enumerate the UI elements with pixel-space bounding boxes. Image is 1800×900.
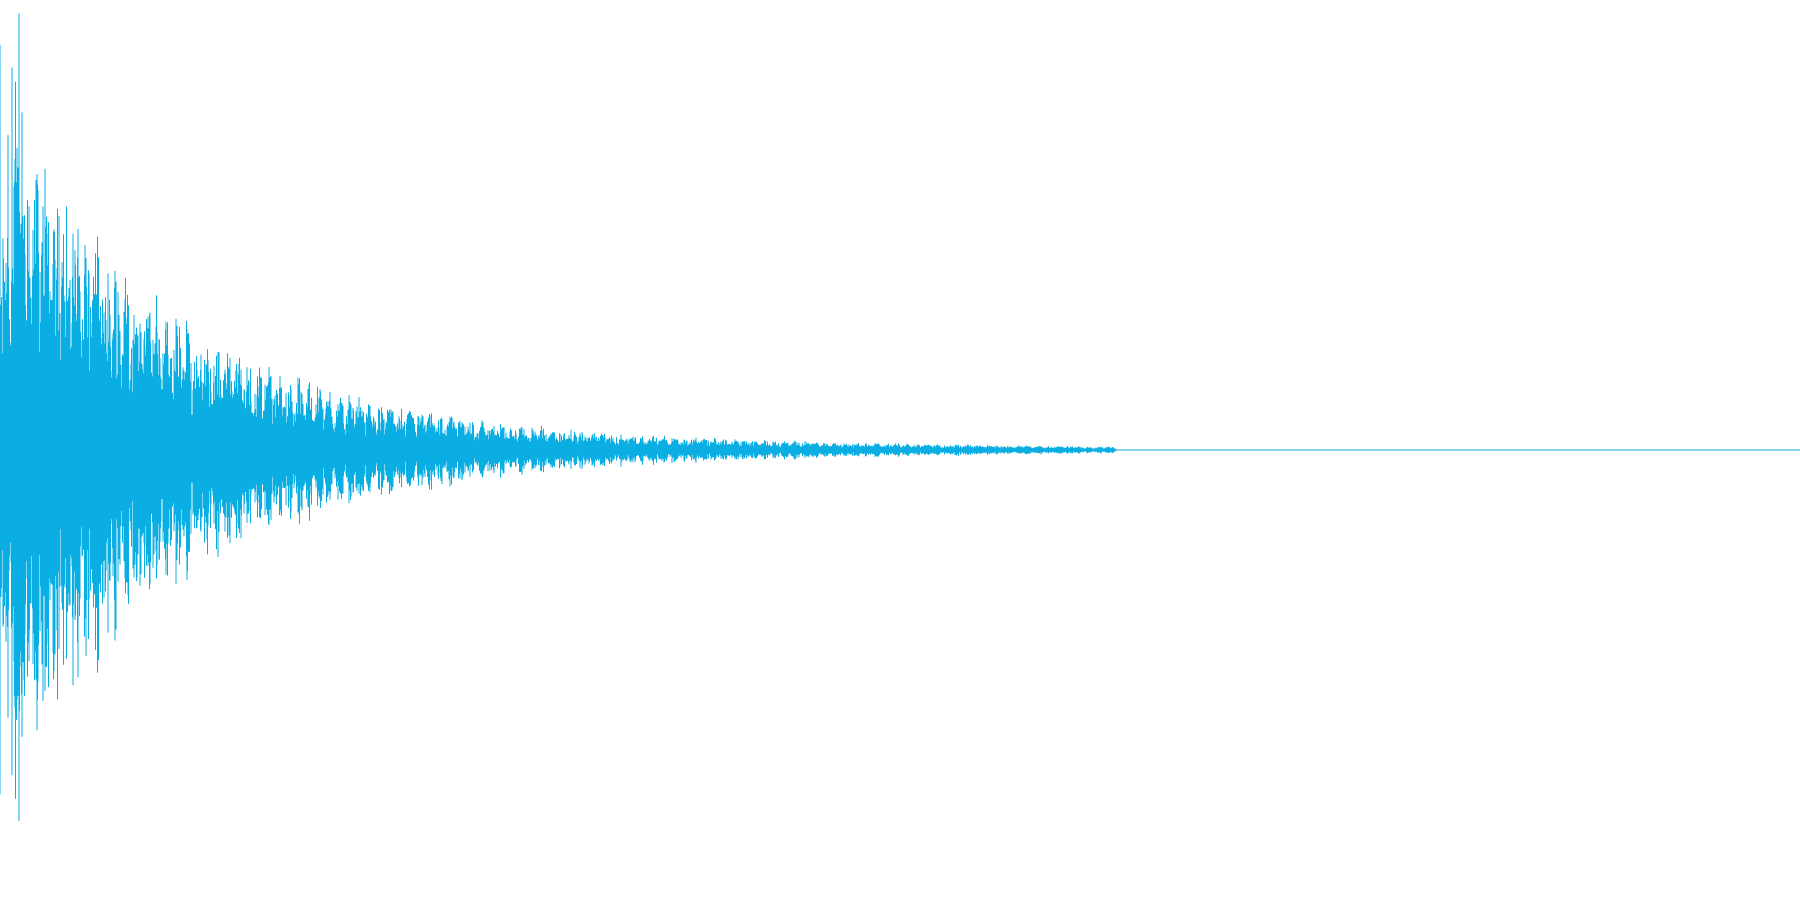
audio-waveform [0,13,1116,821]
